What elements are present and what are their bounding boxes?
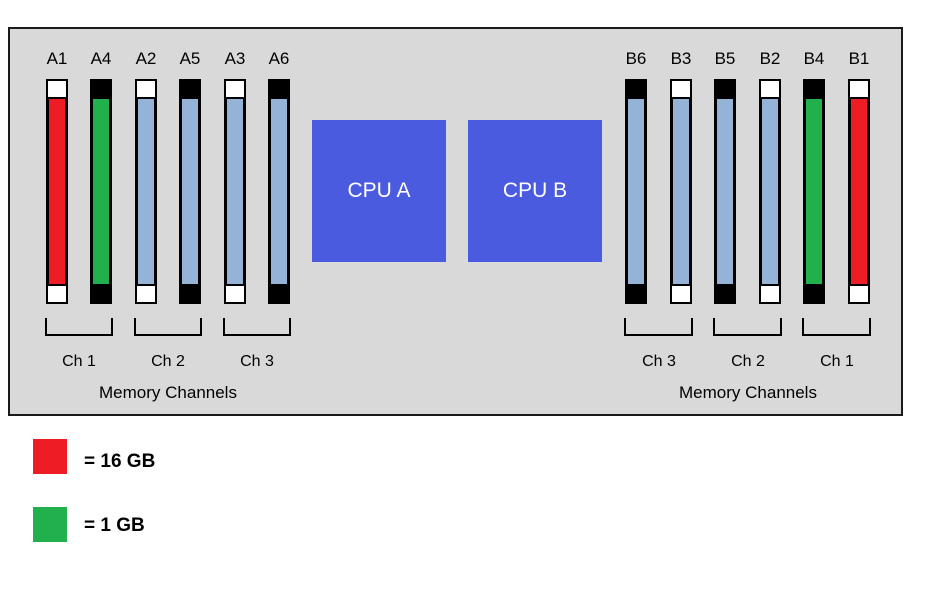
slot-latch-bottom [670,284,692,304]
channel-bracket-b3 [624,318,693,336]
dimm-module [138,99,154,284]
channel-label-a1: Ch 1 [62,353,96,370]
slot-label-b4: B4 [803,49,825,68]
slot-label-a3: A3 [224,49,246,68]
slot-latch-bottom [46,284,68,304]
slot-latch-top [670,79,692,99]
cpu-b-label: CPU B [502,179,568,202]
slot-latch-top [803,79,825,99]
channel-label-b2: Ch 2 [731,353,765,370]
slot-latch-top [179,79,201,99]
slot-latch-top [759,79,781,99]
memory-channels-caption-a: Memory Channels [99,383,237,402]
slot-label-b2: B2 [759,49,781,68]
slot-label-a4: A4 [90,49,112,68]
slot-latch-top [46,79,68,99]
cpu-b-block: CPU B [468,120,602,262]
slot-label-a2: A2 [135,49,157,68]
channel-label-a2: Ch 2 [151,353,185,370]
slot-latch-bottom [759,284,781,304]
slot-latch-bottom [224,284,246,304]
cpu-a-block: CPU A [312,120,446,262]
channel-bracket-a3 [223,318,291,336]
channel-label-b3: Ch 3 [642,353,676,370]
slot-latch-top [90,79,112,99]
dimm-slot-b1 [848,79,870,304]
dimm-slot-a5 [179,79,201,304]
dimm-slot-a6 [268,79,290,304]
channel-bracket-a2 [134,318,202,336]
slot-label-b1: B1 [848,49,870,68]
slot-latch-bottom [848,284,870,304]
dimm-slot-a1 [46,79,68,304]
slot-latch-top [268,79,290,99]
slot-latch-bottom [135,284,157,304]
slot-latch-bottom [179,284,201,304]
dimm-slot-b5 [714,79,736,304]
legend-swatch-16gb [33,439,67,474]
slot-label-a6: A6 [268,49,290,68]
dimm-module [717,99,733,284]
slot-label-a1: A1 [46,49,68,68]
channel-label-b1: Ch 1 [820,353,854,370]
slot-latch-bottom [625,284,647,304]
slot-latch-bottom [90,284,112,304]
dimm-module [673,99,689,284]
slot-latch-bottom [803,284,825,304]
dimm-module [806,99,822,284]
legend-swatch-1gb [33,507,67,542]
dimm-slot-a2 [135,79,157,304]
legend-text-1gb: = 1 GB [84,515,145,536]
dimm-slot-b2 [759,79,781,304]
dimm-module [851,99,867,284]
dimm-module [762,99,778,284]
dimm-slot-a4 [90,79,112,304]
dimm-module [227,99,243,284]
slot-label-b3: B3 [670,49,692,68]
slot-latch-top [848,79,870,99]
memory-channels-caption-b: Memory Channels [679,383,817,402]
slot-latch-bottom [268,284,290,304]
channel-bracket-b1 [802,318,871,336]
slot-label-b5: B5 [714,49,736,68]
slot-latch-top [224,79,246,99]
dimm-module [49,99,65,284]
dimm-slot-b6 [625,79,647,304]
dimm-slot-b3 [670,79,692,304]
dimm-module [182,99,198,284]
motherboard-panel [8,27,903,416]
cpu-a-label: CPU A [347,179,411,202]
legend-text-16gb: = 16 GB [84,451,156,472]
dimm-slot-b4 [803,79,825,304]
slot-label-b6: B6 [625,49,647,68]
slot-label-a5: A5 [179,49,201,68]
slot-latch-top [714,79,736,99]
channel-bracket-b2 [713,318,782,336]
dimm-module [93,99,109,284]
slot-latch-bottom [714,284,736,304]
slot-latch-top [135,79,157,99]
dimm-module [271,99,287,284]
slot-latch-top [625,79,647,99]
dimm-slot-a3 [224,79,246,304]
channel-label-a3: Ch 3 [240,353,274,370]
dimm-module [628,99,644,284]
channel-bracket-a1 [45,318,113,336]
